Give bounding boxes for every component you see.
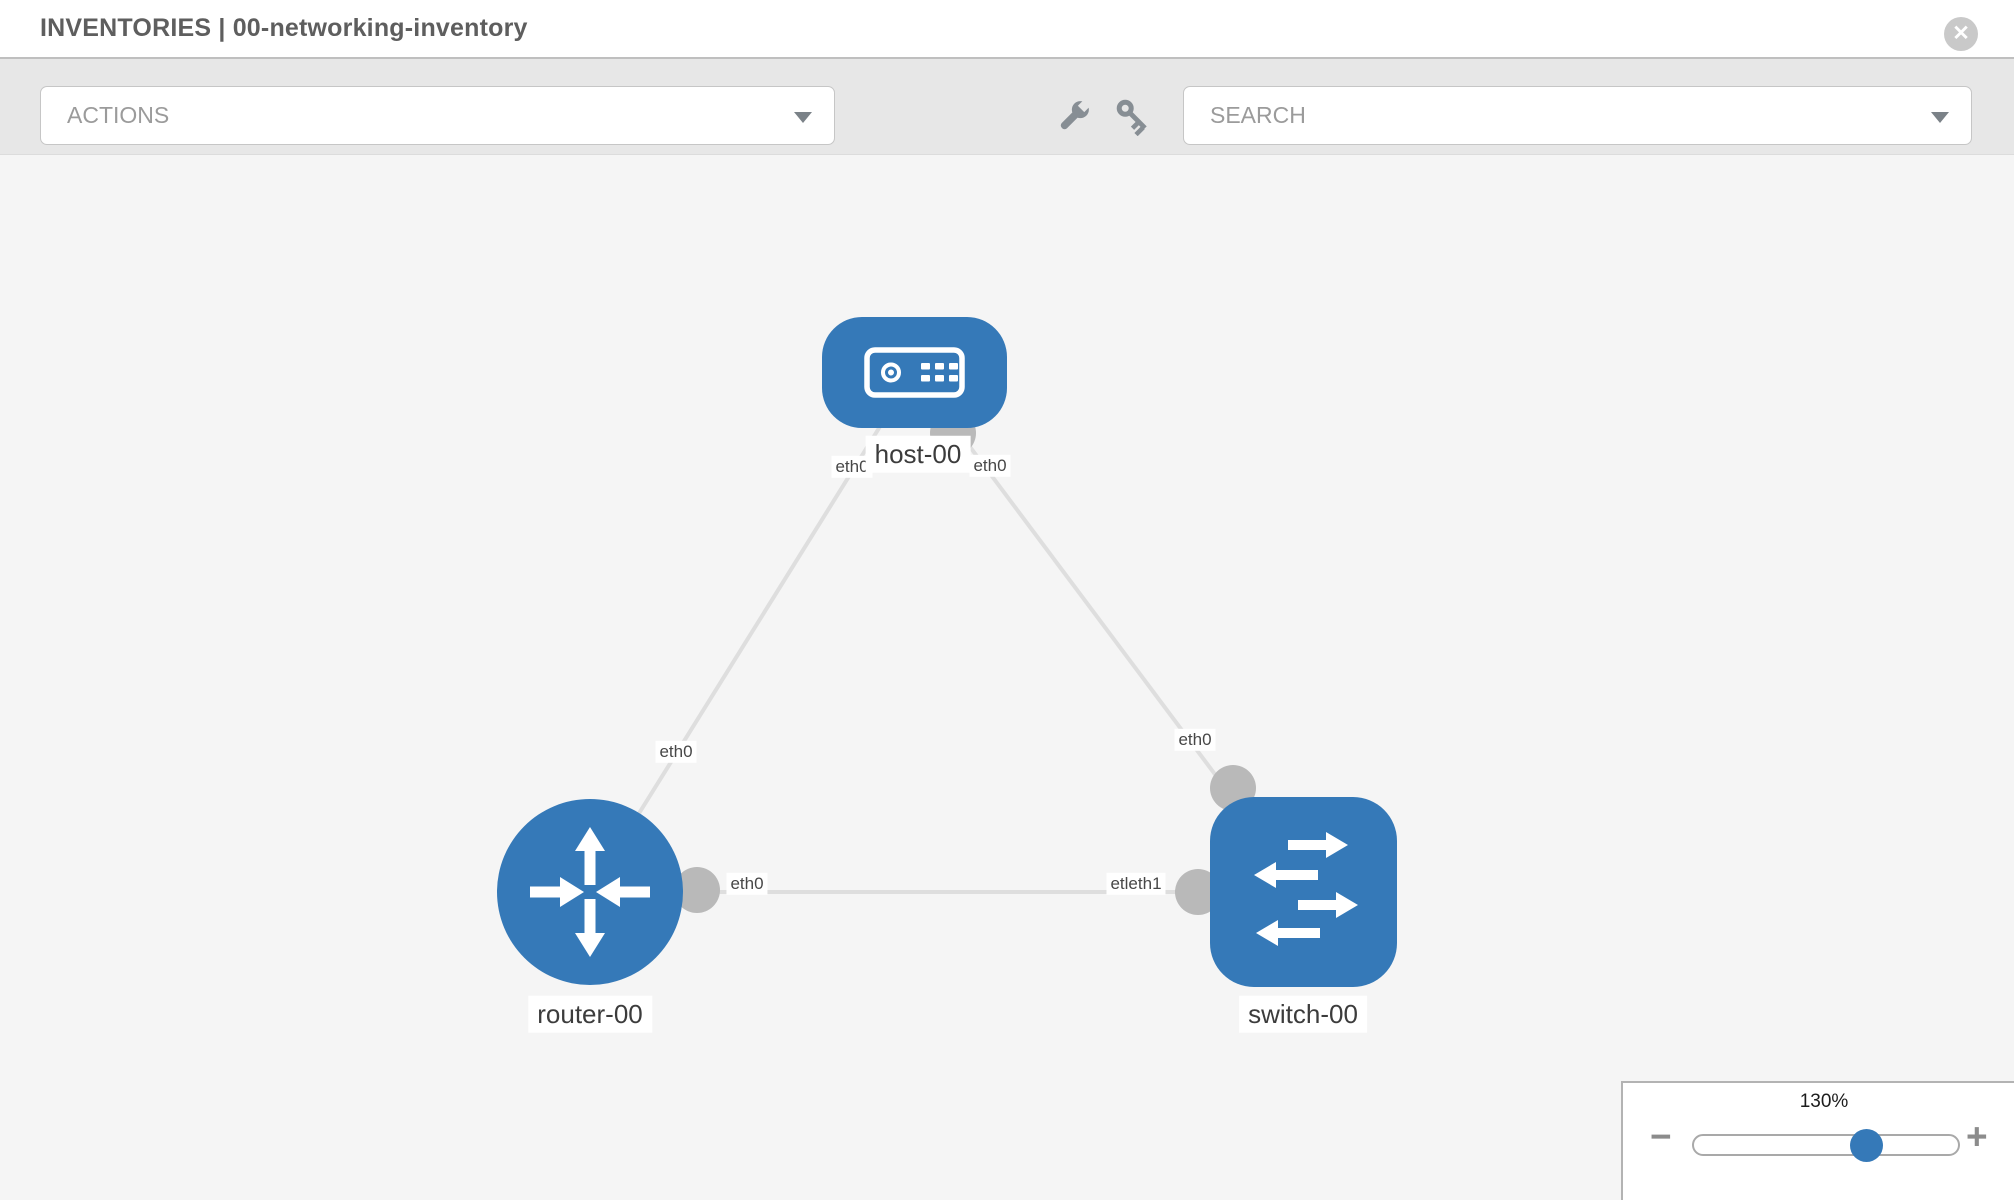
interface-dot-switch-left[interactable] [1175,869,1221,915]
router-arrows-icon [530,827,650,957]
configure-button[interactable] [1054,96,1094,136]
interface-label: eth0 [726,872,768,896]
page-header: INVENTORIES | 00-networking-inventory ✕ [0,0,2014,57]
toolbar: ACTIONS SEARC [0,57,2014,155]
chevron-down-icon [794,112,812,123]
credentials-button[interactable] [1113,96,1153,137]
zoom-out-button[interactable]: − [1650,1116,1672,1157]
interface-label: eth0 [969,454,1011,478]
node-router-00[interactable] [497,799,683,985]
interface-label: etleth1 [1106,872,1166,896]
search-dropdown-label: SEARCH [1210,102,1306,128]
switch-arrows-icon [1254,832,1358,946]
node-switch-00[interactable] [1210,797,1397,987]
node-label-router: router-00 [528,995,652,1033]
server-icon [864,347,965,398]
close-icon: ✕ [1952,22,1970,45]
actions-dropdown-label: ACTIONS [67,102,170,128]
wrench-icon [1060,98,1092,130]
zoom-level: 130% [1799,1091,1849,1112]
zoom-slider-knob[interactable] [1850,1129,1883,1162]
topology-canvas[interactable]: eth0 eth0 eth0 eth0 eth0 etleth1 host-00… [0,155,2014,1200]
interface-label: eth0 [831,455,873,479]
interface-label: eth0 [1174,728,1216,752]
page-title: INVENTORIES | 00-networking-inventory [40,14,528,42]
zoom-in-button[interactable]: + [1966,1116,1988,1157]
search-dropdown[interactable]: SEARCH [1183,86,1972,145]
actions-dropdown[interactable]: ACTIONS [40,86,835,145]
node-host-00[interactable] [822,317,1007,428]
interface-dot-router[interactable] [674,867,720,913]
interface-label: eth0 [655,740,697,764]
zoom-panel: 130% − + [1621,1081,2014,1200]
key-icon [1116,99,1147,137]
node-label-host: host-00 [865,435,971,473]
chevron-down-icon [1931,112,1949,123]
close-button[interactable]: ✕ [1944,17,1978,51]
node-label-switch: switch-00 [1239,995,1367,1033]
zoom-slider-track[interactable] [1692,1134,1960,1156]
